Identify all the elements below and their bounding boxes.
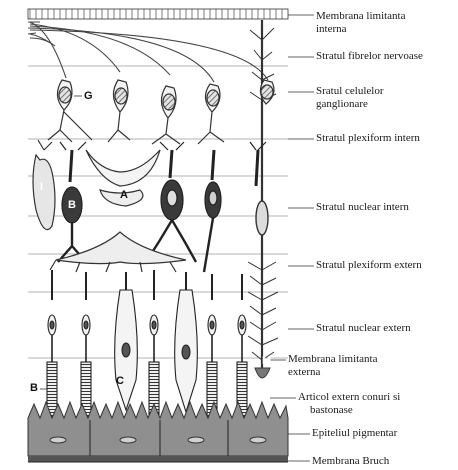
label-stratul-nuclear-extern: Stratul nuclear extern [316, 322, 411, 334]
photoreceptors [46, 270, 248, 417]
rod-4 [206, 274, 218, 417]
label-stratul-plexiform-intern: Stratul plexiform intern [316, 132, 420, 144]
label-stratul-celulelor-ganglionare: Sratul celulelor ganglionare [316, 85, 384, 110]
cell-label-a: A [120, 189, 128, 201]
ganglion-cell-5 [259, 79, 275, 105]
rod-3 [148, 270, 160, 417]
cell-label-b-rod: B [30, 382, 38, 394]
bipolar-cell-4 [249, 141, 267, 187]
ganglion-cell-3 [151, 85, 181, 145]
inner-limiting-membrane [27, 8, 289, 20]
label-stratul-fibrelor-nervoase: Stratul fibrelor nervoase [316, 50, 423, 62]
label-membrana-limitanta-externa: Membrana limitanta externa [288, 353, 378, 378]
ganglion-cells [47, 79, 275, 145]
bipolar-cells [57, 141, 267, 273]
label-membrana-bruch: Membrana Bruch [312, 455, 390, 467]
ganglion-cell-2 [107, 79, 131, 143]
interplexiform-cell [32, 139, 56, 231]
cell-label-b-bipolar: B [68, 199, 76, 211]
nerve-fibers [27, 21, 269, 83]
rod-5 [236, 274, 248, 417]
horizontal-cell [49, 231, 187, 273]
bipolar-cell-2 [144, 141, 198, 263]
cone-2 [174, 272, 198, 414]
label-membrana-limitanta-interna: Membrana limitanta interna [316, 10, 406, 35]
rod-2 [80, 272, 92, 417]
label-stratul-nuclear-intern: Stratul nuclear intern [316, 201, 409, 213]
cone-c [114, 272, 138, 412]
muller-cell [247, 20, 279, 379]
label-epiteliul-pigmentar: Epiteliul pigmentar [312, 427, 398, 439]
amacrine-cell [85, 149, 161, 207]
pigment-epithelium [27, 400, 289, 457]
ganglion-cell-4 [197, 83, 225, 145]
label-leader-lines [40, 14, 314, 462]
cell-label-i: I [40, 181, 44, 193]
bipolar-cell-3 [202, 149, 222, 273]
ganglion-cell-g [47, 79, 93, 143]
rod-b [46, 270, 58, 417]
cell-label-m: M [262, 355, 272, 367]
cell-label-g: G [84, 90, 93, 102]
label-articol-extern: Articol extern conuri si bastonase [298, 391, 401, 416]
bruch-membrane [28, 456, 288, 463]
label-stratul-plexiform-extern: Stratul plexiform extern [316, 259, 422, 271]
cell-label-c: C [116, 375, 124, 387]
